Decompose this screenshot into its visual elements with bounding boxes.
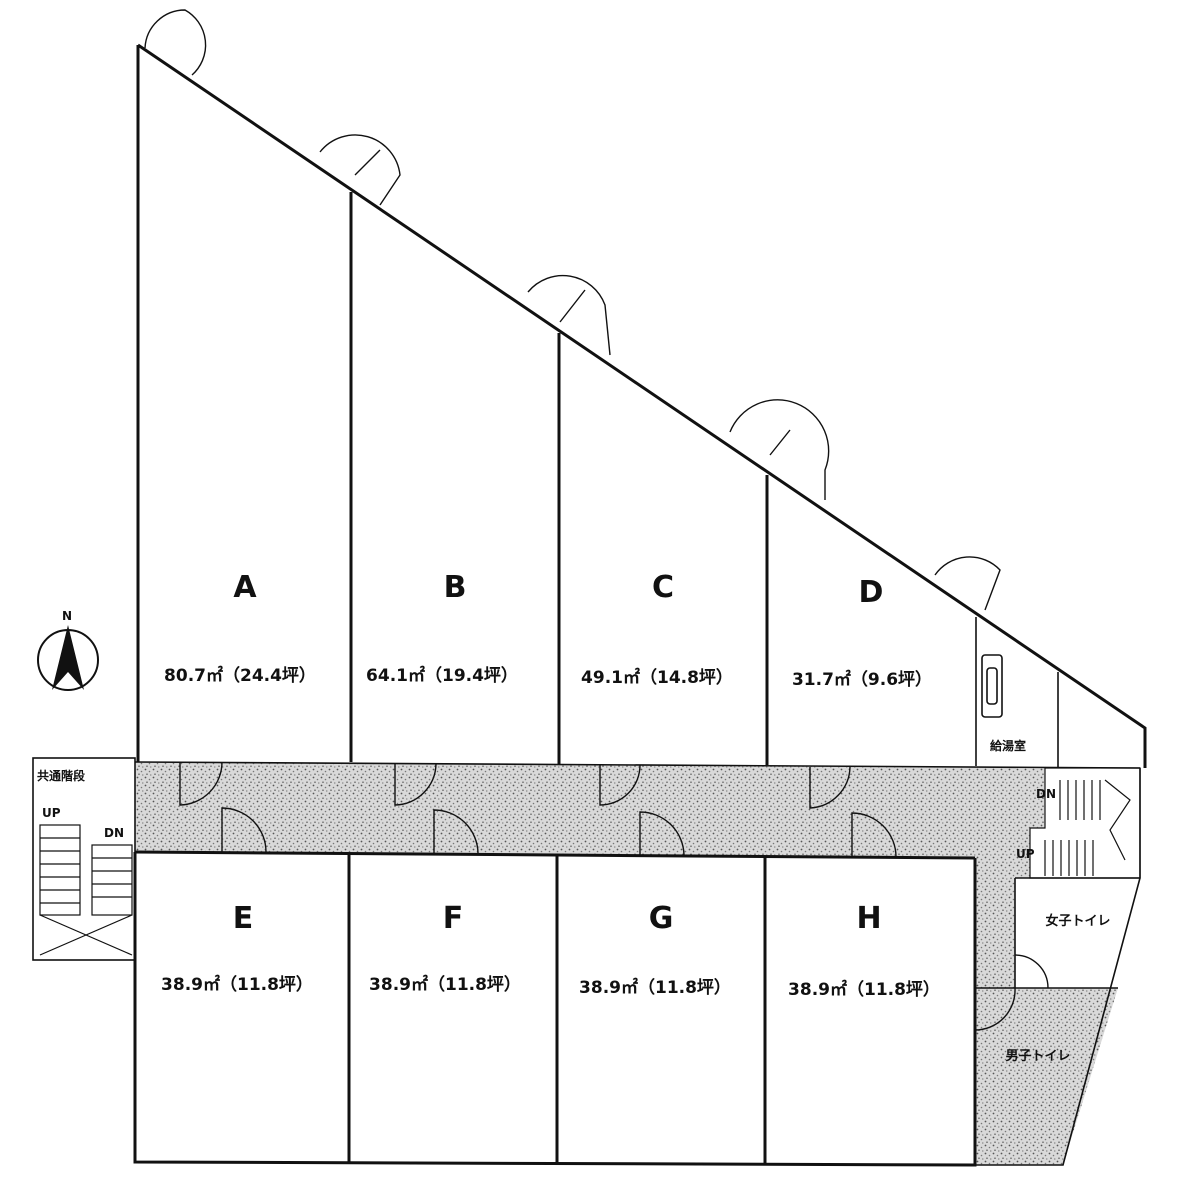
unit-a-letter: A — [233, 570, 257, 605]
unit-a-area: 80.7㎡（24.4坪） — [164, 665, 316, 686]
right-up-label: UP — [1016, 847, 1035, 861]
north-compass: N — [37, 609, 99, 691]
right-stair — [1029, 767, 1141, 879]
unit-h-letter: H — [856, 901, 881, 936]
left-common-stair — [32, 757, 136, 961]
mens-toilet-area — [975, 988, 1118, 1165]
left-up-label: UP — [42, 806, 61, 820]
right-dn-label: DN — [1036, 787, 1056, 801]
unit-h-area: 38.9㎡（11.8坪） — [788, 979, 940, 1000]
unit-b-area: 64.1㎡（19.4坪） — [366, 665, 518, 686]
lower-block-outline — [133, 852, 977, 1167]
unit-c-letter: C — [652, 570, 674, 605]
unit-b-letter: B — [444, 570, 467, 605]
unit-d-letter: D — [859, 575, 884, 610]
unit-f-area: 38.9㎡（11.8坪） — [369, 974, 521, 995]
water-room-label: 給湯室 — [990, 738, 1026, 753]
upper-block-outline — [136, 43, 1147, 768]
unit-e-area: 38.9㎡（11.8坪） — [161, 974, 313, 995]
north-label: N — [62, 609, 72, 623]
left-dn-label: DN — [104, 826, 124, 840]
common-corridor — [135, 762, 1045, 988]
sink-fixture — [981, 654, 1003, 718]
unit-f-letter: F — [443, 901, 464, 936]
unit-e-letter: E — [233, 901, 254, 936]
womens-toilet-label: 女子トイレ — [1045, 913, 1110, 929]
corridor-top-wall — [134, 761, 1141, 769]
unit-c-area: 49.1㎡（14.8坪） — [581, 667, 733, 688]
unit-d-area: 31.7㎡（9.6坪） — [792, 669, 932, 690]
upper-exterior-doors — [144, 9, 1001, 611]
unit-g-area: 38.9㎡（11.8坪） — [579, 977, 731, 998]
corridor-doors — [179, 761, 1049, 1031]
corridor-bottom-wall — [134, 850, 976, 860]
common-stairs-label: 共通階段 — [37, 768, 86, 783]
unit-g-letter: G — [649, 901, 674, 936]
mens-toilet-label: 男子トイレ — [1005, 1049, 1070, 1064]
